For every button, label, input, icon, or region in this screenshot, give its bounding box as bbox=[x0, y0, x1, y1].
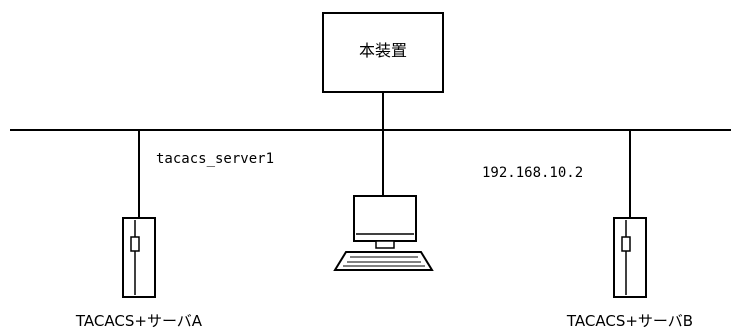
server-b-address: 192.168.10.2 bbox=[482, 165, 583, 181]
desktop-computer-icon bbox=[333, 195, 434, 271]
server-a-label: TACACS+サーバA bbox=[75, 312, 203, 330]
monitor-stand bbox=[375, 240, 395, 249]
server-a-address: tacacs_server1 bbox=[156, 151, 274, 167]
keyboard bbox=[333, 251, 434, 271]
server-b-label: TACACS+サーバB bbox=[566, 312, 693, 330]
server-tower-icon bbox=[122, 217, 156, 298]
device-node: 本装置 bbox=[322, 12, 444, 93]
device-label: 本装置 bbox=[359, 41, 407, 60]
server-tower-icon bbox=[613, 217, 647, 298]
